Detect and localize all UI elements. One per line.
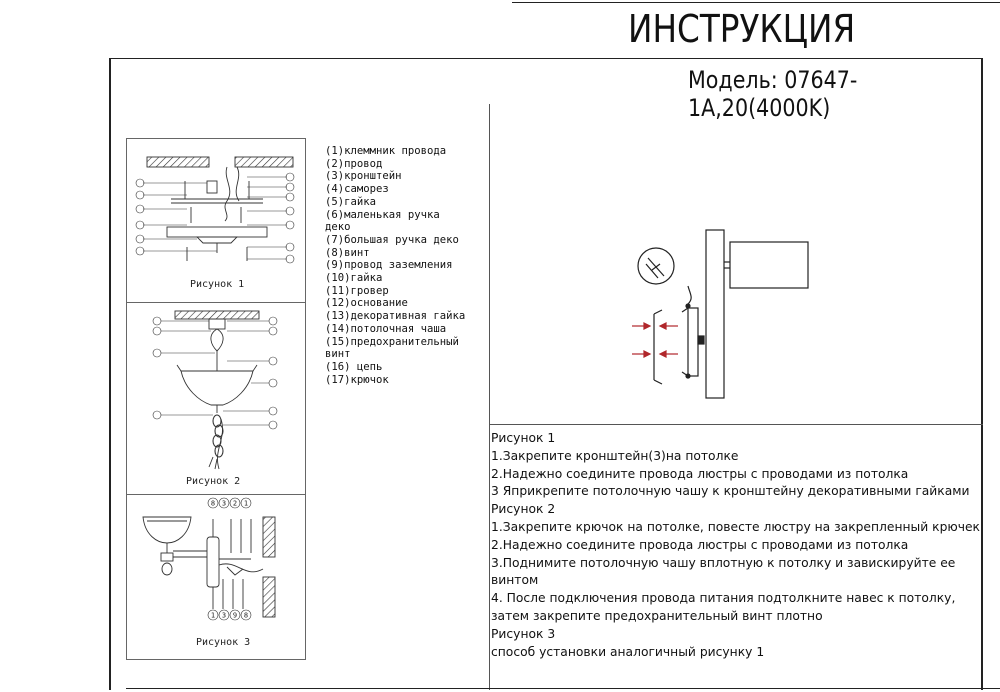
parts-list-item: (12)основание xyxy=(325,297,408,310)
fig3-callout-bottom-3: 9 xyxy=(233,612,237,620)
figure-3-label: Рисунок 3 xyxy=(196,637,251,648)
assembly-diagrams-drawing: 8 3 2 1 1 3 9 8 xyxy=(135,156,295,621)
column-divider xyxy=(489,104,490,690)
instruction-step: 4. После подключения провода питания под… xyxy=(491,591,956,623)
instruction-step: 1.Закрепите кронштейн(3)на потолке xyxy=(491,448,739,463)
instruction-heading-fig3: Рисунок 3 xyxy=(491,626,556,641)
parts-list-item: (11)гровер xyxy=(325,284,389,297)
figure-divider-1 xyxy=(126,302,306,303)
instruction-step: 3 Яприкрепите потолочную чашу к кронштей… xyxy=(491,484,970,499)
instruction-step: 1.Закрепите крючок на потолке, повесте л… xyxy=(491,519,980,534)
parts-list-item: (5)гайка xyxy=(325,195,377,208)
fig3-callout-bottom-4: 8 xyxy=(244,612,248,620)
section-divider xyxy=(489,424,983,425)
fig3-callout-top-1: 8 xyxy=(211,500,215,508)
fig3-callout-bottom-2: 3 xyxy=(222,612,226,620)
instruction-step: 2.Надежно соедините провода люстры с про… xyxy=(491,537,909,552)
parts-list-item: (8)винт xyxy=(325,246,370,259)
fig3-callout-top-4: 1 xyxy=(244,500,248,508)
parts-list-item: (3)кронштейн xyxy=(325,170,402,183)
model-number: Модель: 07647-1A,20(4000K) xyxy=(688,66,858,122)
parts-list-item: (6)маленькая ручка xyxy=(325,208,440,221)
fig3-callout-bottom-1: 1 xyxy=(211,612,215,620)
parts-list-item: (7)большая ручка деко xyxy=(325,233,459,246)
parts-list-item: (4)саморез xyxy=(325,183,389,196)
installation-instructions: Рисунок 1 1.Закрепите кронштейн(3)на пот… xyxy=(491,430,981,661)
fig3-callout-top-2: 3 xyxy=(222,500,226,508)
instruction-step: способ установки аналогичный рисунку 1 xyxy=(491,644,765,659)
parts-list-item: винт xyxy=(325,348,351,361)
fig3-callout-top-3: 2 xyxy=(233,500,237,508)
instruction-step: 3.Поднимите потолочную чашу вплотную к п… xyxy=(491,555,956,588)
parts-list-item: деко xyxy=(325,221,351,234)
top-rule xyxy=(512,2,1000,3)
instruction-heading-fig2: Рисунок 2 xyxy=(491,502,556,517)
parts-list-item: (15)предохранительный xyxy=(325,335,459,348)
parts-list-item: (13)декоративная гайка xyxy=(325,310,466,323)
wall-mount-diagram xyxy=(632,229,809,399)
parts-list-item: (16) цепь xyxy=(325,360,383,373)
parts-list-item: (14)потолочная чаша xyxy=(325,322,447,335)
parts-list-item: (9)провод заземления xyxy=(325,259,453,272)
document-title: ИНСТРУКЦИЯ xyxy=(628,7,856,51)
document-frame xyxy=(109,58,983,690)
assembly-diagrams: 8 3 2 1 1 3 9 8 xyxy=(126,138,306,660)
instruction-heading-fig1: Рисунок 1 xyxy=(491,431,556,445)
instruction-step: 2.Надежно соедините провода люстры с про… xyxy=(491,466,909,481)
bottom-rule xyxy=(126,688,1000,689)
parts-list-item: (1)клеммник провода xyxy=(325,145,447,157)
parts-list-item: (2)провод xyxy=(325,157,383,170)
parts-list-item: (17)крючок xyxy=(325,373,389,386)
figure-1-label: Рисунок 1 xyxy=(190,279,245,290)
figure-divider-2 xyxy=(126,494,306,495)
figure-2-label: Рисунок 2 xyxy=(186,476,241,487)
parts-list-item: (10)гайка xyxy=(325,272,383,285)
parts-list: (1)клеммник провода (2)провод (3)кронште… xyxy=(325,145,465,386)
